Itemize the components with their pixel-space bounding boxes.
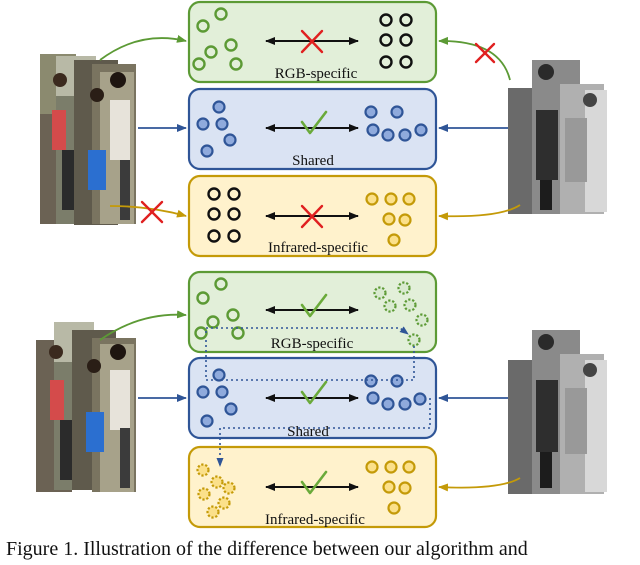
shared-feature-dots-left-bottom <box>196 368 238 428</box>
infrared-label-top: Infrared-specific <box>268 240 368 256</box>
black-feature-dots-top-infrared <box>207 187 241 243</box>
infrared-photo-stack-top <box>508 60 607 214</box>
check-mark-shared-top <box>300 110 328 135</box>
shared-feature-dots-right-bottom <box>364 374 427 411</box>
shared-feature-dots-right-top <box>364 105 428 142</box>
dotted-arrow-rgb-loop <box>205 340 415 381</box>
shared-label-bottom: Shared <box>287 424 329 440</box>
arrow-ir-to-rgb-top <box>438 36 511 81</box>
panel-infrared-top: Infrared-specific <box>187 174 438 258</box>
arrow-ir-to-infrared-bottom <box>438 477 521 492</box>
check-mark-rgb-bottom <box>300 293 328 318</box>
rgb-feature-dots-top <box>192 7 243 71</box>
rgb-label-top: RGB-specific <box>275 66 358 82</box>
rgb-label-bottom: RGB-specific <box>271 336 354 352</box>
shared-feature-dots-left-top <box>196 100 237 158</box>
rgb-photo-stack-top <box>40 54 136 225</box>
check-mark-shared-bottom <box>300 380 328 405</box>
infrared-label-bottom: Infrared-specific <box>265 512 365 528</box>
infrared-feature-dots-top <box>365 192 416 247</box>
dotted-arrow-rgb-to-dashed <box>205 326 409 335</box>
rgb-dashed-dots-bottom <box>373 281 429 347</box>
arrow-rgb-to-rgb-top <box>99 35 187 61</box>
rgb-feature-dots-bottom <box>194 277 245 340</box>
panel-rgb-bottom: RGB-specific <box>187 270 438 354</box>
infrared-feature-dots-bottom <box>365 460 416 515</box>
figure-diagram: RGB-specific Shared <box>36 0 607 529</box>
black-feature-dots-top-rgb <box>379 13 413 69</box>
panel-infrared-bottom: Infrared-specific <box>187 445 438 529</box>
panel-shared-top: Shared <box>187 87 438 171</box>
infrared-photo-stack-bottom <box>508 330 607 494</box>
cross-mark-rgb-top <box>300 29 324 54</box>
dotted-arrow-shared-to-infrared <box>216 398 431 467</box>
cross-ir-to-rgb-top <box>474 42 496 64</box>
cross-mark-infrared-top <box>300 204 324 229</box>
infrared-dashed-dots-bottom <box>196 463 236 519</box>
arrow-rgb-to-rgb-bottom <box>99 310 187 341</box>
cross-rgb-to-infrared-top <box>140 200 164 224</box>
rgb-photo-stack-bottom <box>36 322 136 492</box>
figure-caption: Figure 1. Illustration of the difference… <box>6 538 528 560</box>
shared-label-top: Shared <box>292 153 334 169</box>
panel-rgb-top: RGB-specific <box>187 0 438 84</box>
arrow-ir-to-infrared-top <box>438 204 521 221</box>
check-mark-infrared-bottom <box>300 470 328 495</box>
